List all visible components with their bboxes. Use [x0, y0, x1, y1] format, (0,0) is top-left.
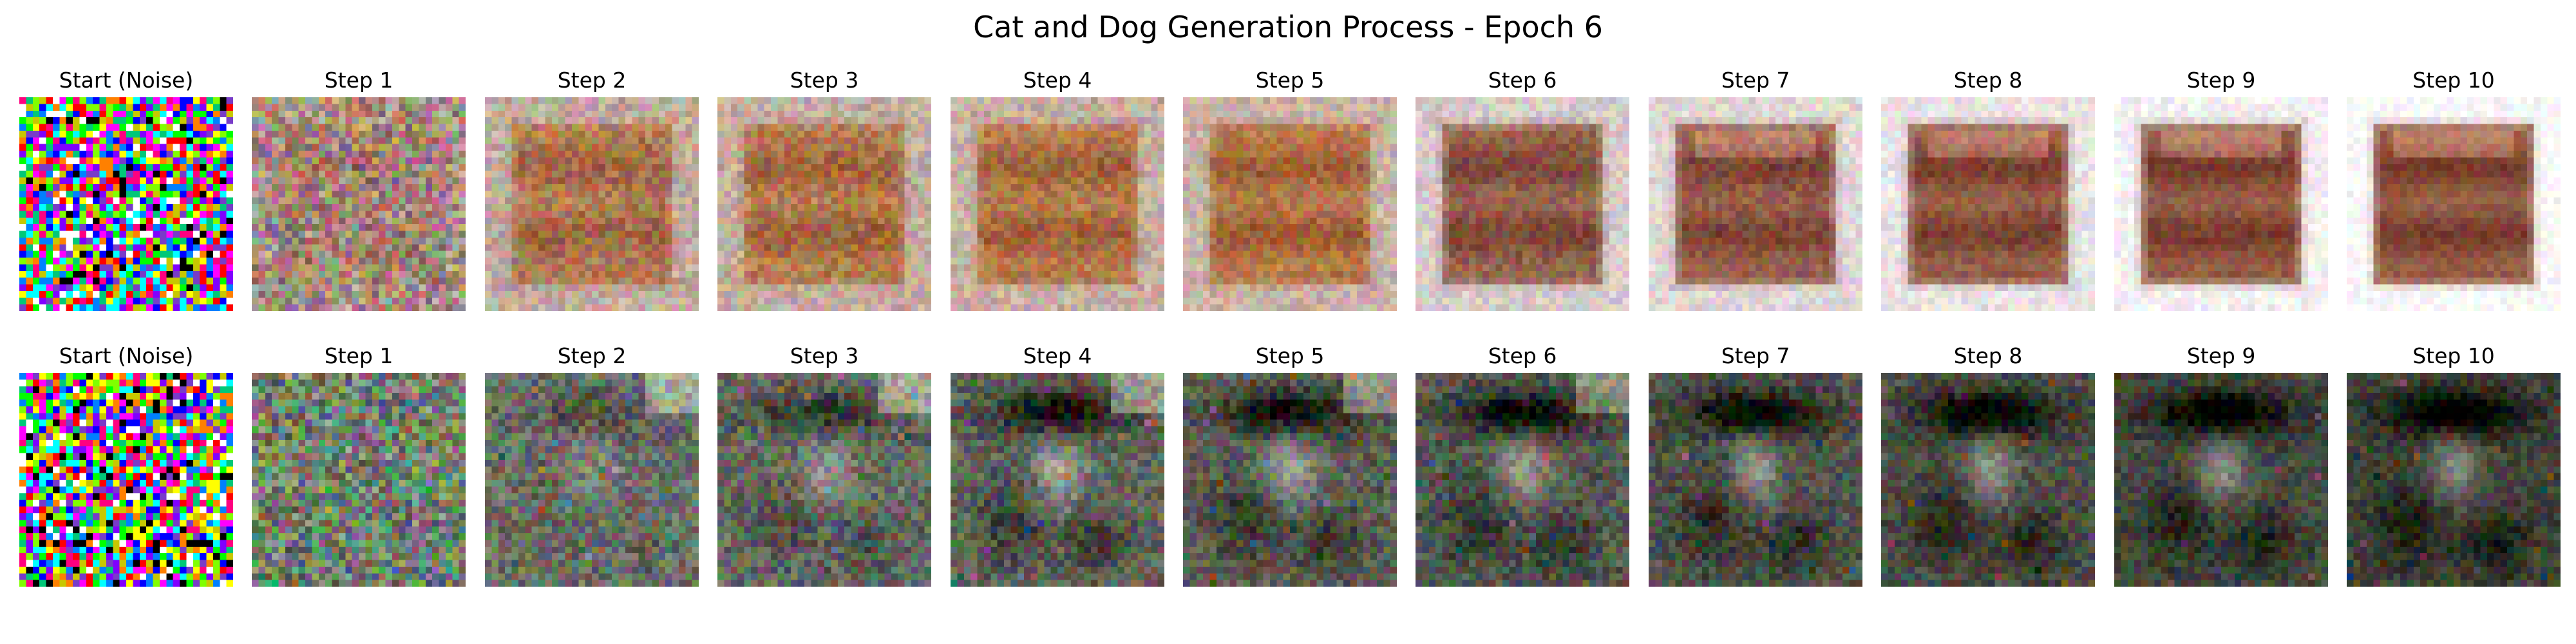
panel-label: Step 9 — [2186, 343, 2256, 368]
panel-label: Step 5 — [1255, 68, 1325, 93]
panel-label: Step 8 — [1953, 68, 2023, 93]
generated-image — [717, 373, 931, 587]
generated-image — [485, 97, 699, 311]
panel-label: Start (Noise) — [59, 68, 194, 93]
panel-label: Step 4 — [1023, 68, 1092, 93]
generated-image — [1649, 97, 1862, 311]
panel-label: Step 5 — [1255, 343, 1325, 368]
generated-image — [717, 97, 931, 311]
panel-label: Step 9 — [2186, 68, 2256, 93]
generated-image — [1416, 373, 1629, 587]
panel-label: Step 6 — [1488, 68, 1557, 93]
generated-image — [1881, 373, 2095, 587]
panel-label: Step 4 — [1023, 343, 1092, 368]
generated-image — [485, 373, 699, 587]
generated-image — [252, 373, 466, 587]
panel-label: Step 7 — [1721, 343, 1790, 368]
generated-image — [951, 97, 1164, 311]
panel-label: Step 6 — [1488, 343, 1557, 368]
panel-label: Start (Noise) — [59, 343, 194, 368]
panel-label: Step 10 — [2412, 343, 2495, 368]
generated-image — [2114, 97, 2328, 311]
generated-image — [1881, 97, 2095, 311]
generated-image — [19, 373, 233, 587]
figure-title: Cat and Dog Generation Process - Epoch 6 — [973, 10, 1603, 44]
panel-label: Step 3 — [790, 343, 859, 368]
generated-image — [2114, 373, 2328, 587]
panel-label: Step 1 — [324, 68, 393, 93]
panel-label: Step 3 — [790, 68, 859, 93]
panel-label: Step 2 — [557, 68, 627, 93]
generated-image — [951, 373, 1164, 587]
generated-image — [1649, 373, 1862, 587]
panel-label: Step 10 — [2412, 68, 2495, 93]
generated-image — [2347, 373, 2561, 587]
panel-label: Step 1 — [324, 343, 393, 368]
generated-image — [1183, 97, 1397, 311]
panel-label: Step 2 — [557, 343, 627, 368]
generated-image — [19, 97, 233, 311]
generated-image — [252, 97, 466, 311]
panel-label: Step 8 — [1953, 343, 2023, 368]
generated-image — [1183, 373, 1397, 587]
generated-image — [2347, 97, 2561, 311]
generated-image — [1416, 97, 1629, 311]
panel-label: Step 7 — [1721, 68, 1790, 93]
